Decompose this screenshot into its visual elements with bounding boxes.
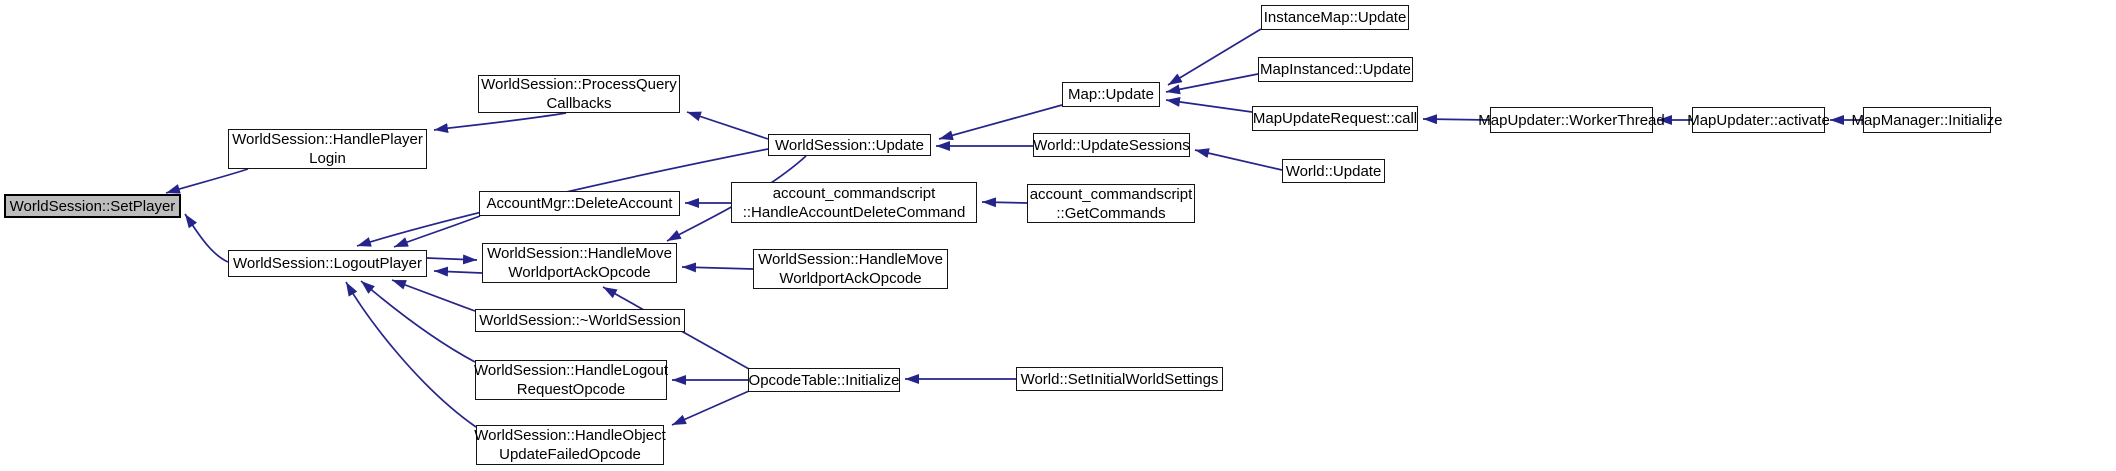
node-worldsession-processquerycallbacks[interactable]: WorldSession::ProcessQuery Callbacks <box>478 75 680 113</box>
node-instancemap-update[interactable]: InstanceMap::Update <box>1261 5 1409 30</box>
edge-worldsession-dtor-logoutplayer <box>391 279 476 312</box>
node-worldsession-handlemoveworldportackopcode-a[interactable]: WorldSession::HandleMove WorldportAckOpc… <box>482 243 677 283</box>
node-account-commandscript-getcommands[interactable]: account_commandscript ::GetCommands <box>1027 184 1195 223</box>
edge-mapupdaterequest-call-map-update <box>1165 96 1253 113</box>
node-worldsession-logoutplayer[interactable]: WorldSession::LogoutPlayer <box>228 250 427 277</box>
node-account-commandscript-handleaccountdeletecommand[interactable]: account_commandscript ::HandleAccountDel… <box>731 182 977 223</box>
node-mapinstanced-update[interactable]: MapInstanced::Update <box>1258 57 1413 82</box>
node-worldsession-handleobjectupdatefailedopcode[interactable]: WorldSession::HandleObject UpdateFailedO… <box>474 425 666 465</box>
node-mapmanager-initialize[interactable]: MapManager::Initialize <box>1852 107 2002 133</box>
edge-opcodetable-init-handleobjectupdatefailed <box>671 390 750 426</box>
edge-account-getcommands-handleaccountdelete <box>981 197 1028 208</box>
node-world-setinitialworldsettings[interactable]: World::SetInitialWorldSettings <box>1016 367 1223 391</box>
edge-world-update-world-updatesessions <box>1194 148 1283 171</box>
edge-handlelogoutrequest-logoutplayer <box>360 280 476 363</box>
edge-worldsession-update-processquerycallbacks <box>686 111 769 140</box>
node-worldsession-handleplayerlogin[interactable]: WorldSession::HandlePlayer Login <box>228 129 427 169</box>
edge-mapupdater-workerthread-mapupdaterequest-call <box>1422 114 1491 125</box>
node-world-update[interactable]: World::Update <box>1282 159 1385 183</box>
node-worldsession-handlelogoutrequestopcode[interactable]: WorldSession::HandleLogout RequestOpcode <box>474 360 669 400</box>
edge-processquerycallbacks-handleplayerlogin <box>433 112 567 133</box>
edge-mapinstanced-update-map-update <box>1165 73 1259 95</box>
node-world-updatesessions[interactable]: World::UpdateSessions <box>1033 133 1190 157</box>
edge-map-update-worldsession-update <box>938 104 1063 141</box>
edge-handleplayerlogin-setplayer <box>165 168 249 194</box>
edge-logoutplayer-handlemove-a <box>426 254 478 265</box>
node-mapupdater-activate[interactable]: MapUpdater::activate <box>1687 107 1830 133</box>
node-opcodetable-initialize[interactable]: OpcodeTable::Initialize <box>748 368 900 392</box>
node-accountmgr-deleteaccount[interactable]: AccountMgr::DeleteAccount <box>479 191 680 216</box>
node-worldsession-update[interactable]: WorldSession::Update <box>768 134 931 156</box>
node-map-update[interactable]: Map::Update <box>1062 82 1160 107</box>
node-worldsession-destructor[interactable]: WorldSession::~WorldSession <box>475 309 685 332</box>
edge-logoutplayer-setplayer <box>184 213 229 263</box>
edge-handlemove-a-logoutplayer <box>433 266 483 277</box>
node-mapupdater-workerthread[interactable]: MapUpdater::WorkerThread <box>1478 107 1665 133</box>
edge-deleteaccount-logoutplayer <box>393 215 481 248</box>
node-mapupdaterequest-call[interactable]: MapUpdateRequest::call <box>1252 106 1418 131</box>
node-worldsession-setplayer: WorldSession::SetPlayer <box>4 194 181 218</box>
edge-handlemove-b-handlemove-a <box>681 262 754 273</box>
edge-handleobjectupdatefailed-logoutplayer <box>345 281 477 428</box>
node-worldsession-handlemoveworldportackopcode-b[interactable]: WorldSession::HandleMove WorldportAckOpc… <box>753 249 948 289</box>
edge-instancemap-update-map-update <box>1167 28 1262 86</box>
